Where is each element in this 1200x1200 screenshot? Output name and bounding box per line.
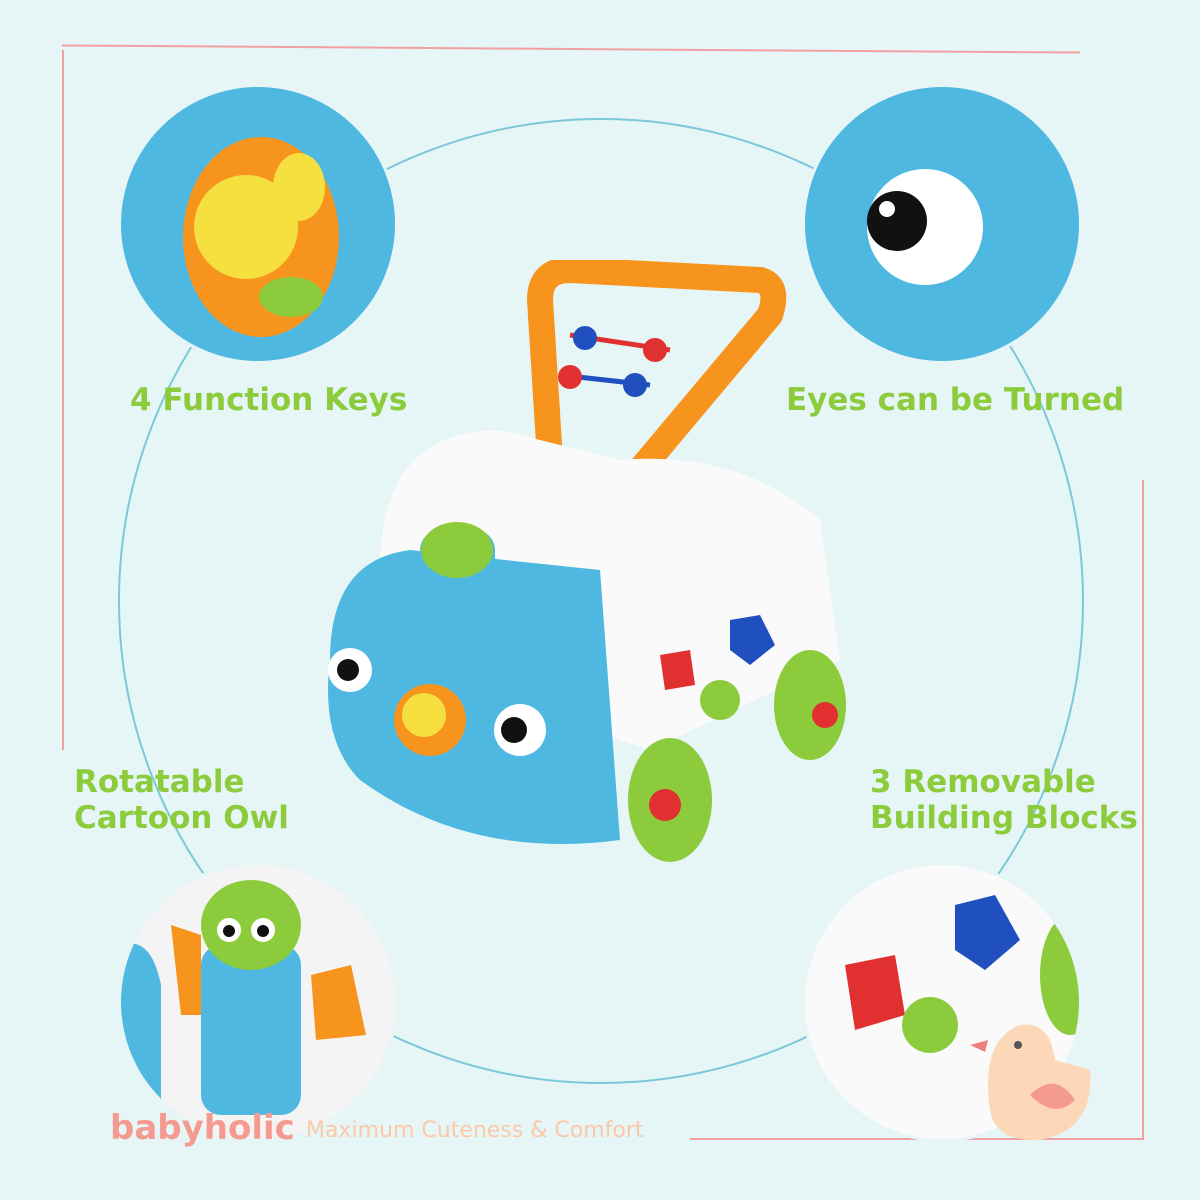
brand-logo: babyholic [110,1108,295,1148]
function-keys-closeup [118,84,398,364]
blocks-label-line2: Building Blocks [870,800,1138,836]
decorative-frame-right [1142,480,1144,1140]
owl-closeup [118,862,398,1142]
feature-label-blocks: 3 Removable Building Blocks [870,764,1138,836]
blocks-label-line1: 3 Removable [870,764,1096,800]
brand-tagline: Maximum Cuteness & Comfort [306,1118,644,1143]
decorative-ring [118,118,1084,1084]
eye-image [867,169,983,285]
decorative-frame-top [62,44,1080,54]
function-keys-image [183,137,339,337]
owl-image [121,880,366,1139]
feature-label-owl: Rotatable Cartoon Owl [74,764,289,836]
decorative-frame-left [62,50,64,750]
owl-label-line2: Cartoon Owl [74,800,289,836]
feature-label-eyes: Eyes can be Turned [786,382,1125,418]
eye-closeup [802,84,1082,364]
feature-label-function-keys: 4 Function Keys [130,382,408,418]
bird-mascot-icon [970,1024,1091,1141]
owl-label-line1: Rotatable [74,764,245,800]
baby-walker-toy-image [328,260,846,862]
blocks-image [845,895,1079,1053]
